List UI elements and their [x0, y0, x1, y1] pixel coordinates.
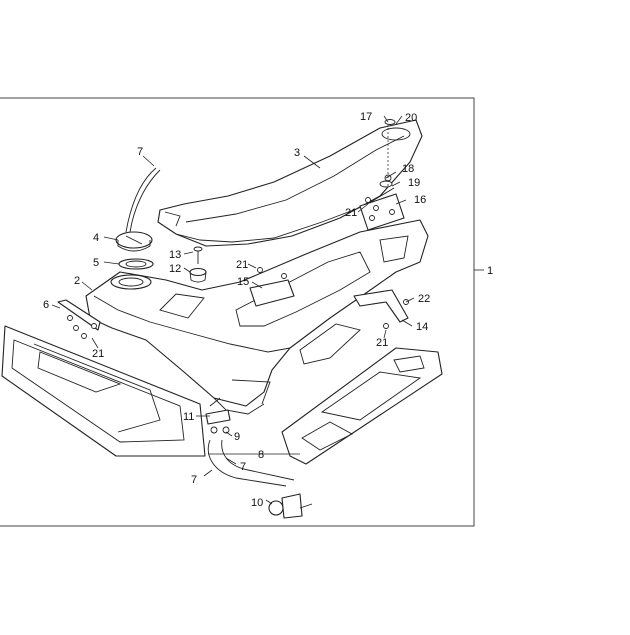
left-side-panel: [1, 325, 206, 457]
callout-16: 16: [414, 194, 426, 206]
callout-11: 11: [183, 411, 194, 423]
callout-8: 8: [258, 449, 264, 461]
filler-neck: [110, 274, 152, 290]
tank-bracket-plate: [249, 279, 295, 307]
cap-seal: [118, 258, 154, 270]
assembly-frame: [0, 97, 475, 527]
callout-1: 1: [487, 265, 493, 277]
callout-12: 12: [169, 263, 181, 275]
callout-19: 19: [408, 177, 420, 189]
callout-21-seat: 21: [345, 207, 357, 219]
callout-6: 6: [43, 299, 49, 311]
callout-14: 14: [416, 321, 428, 333]
callout-15: 15: [237, 276, 249, 288]
callout-10: 10: [251, 497, 263, 509]
right-side-panel: [281, 347, 443, 465]
callout-5: 5: [93, 257, 99, 269]
callout-9: 9: [234, 431, 240, 443]
vent-hose: [125, 167, 157, 233]
grommet: [189, 267, 207, 283]
callout-22: 22: [418, 293, 430, 305]
left-bracket: [57, 299, 101, 339]
screws: [257, 119, 409, 329]
rear-mount-bracket: [353, 289, 409, 323]
callout-7-right: 7: [240, 461, 246, 473]
callout-17: 17: [360, 111, 372, 123]
callout-20: 20: [405, 112, 417, 124]
callout-7-left: 7: [191, 474, 197, 486]
vent-hose-inner: [129, 169, 161, 233]
callout-21-rear: 21: [376, 337, 388, 349]
fuel-hose-lower: [207, 439, 287, 487]
callout-13: 13: [169, 249, 181, 261]
fuel-petcock: [205, 397, 231, 434]
callout-21-left: 21: [92, 348, 104, 360]
callout-18: 18: [402, 163, 414, 175]
fuel-hose-lower-2: [221, 439, 295, 481]
fuel-tap: [268, 493, 313, 519]
callout-3: 3: [294, 147, 300, 159]
callout-21-plate: 21: [236, 259, 248, 271]
fuel-cap: [115, 231, 153, 252]
bolt-13: [193, 246, 203, 264]
leader-lines: [51, 115, 415, 505]
callout-2: 2: [74, 275, 80, 287]
callout-7-top: 7: [137, 146, 143, 158]
seat-rear-plate: [359, 193, 405, 231]
callout-4: 4: [93, 232, 99, 244]
